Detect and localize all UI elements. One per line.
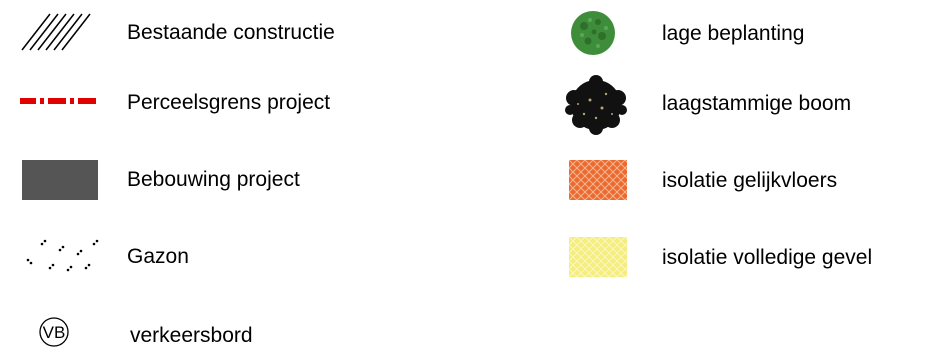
sign-circle-icon: VB [39, 317, 69, 347]
dash-dot-line-icon [20, 98, 96, 104]
grass-dots-icon [26, 239, 99, 272]
hatch-icon [21, 13, 91, 51]
filled-rect-icon [22, 160, 98, 200]
crosshatch-yellow-icon [569, 237, 627, 277]
legend-label: isolatie gelijkvloers [662, 169, 838, 192]
legend-label: lage beplanting [662, 22, 805, 45]
legend-label: Bestaande constructie [127, 21, 335, 44]
crosshatch-orange-icon [569, 160, 627, 200]
tree-icon [565, 75, 627, 135]
legend-label: isolatie volledige gevel [662, 246, 873, 269]
legend-label: verkeersbord [130, 324, 253, 347]
shrub-icon [571, 11, 615, 55]
legend-label: Bebouwing project [127, 168, 300, 191]
sign-text: VB [43, 323, 66, 342]
legend-label: laagstammige boom [662, 92, 852, 115]
legend-label: Perceelsgrens project [127, 91, 331, 114]
legend-label: Gazon [127, 245, 189, 268]
